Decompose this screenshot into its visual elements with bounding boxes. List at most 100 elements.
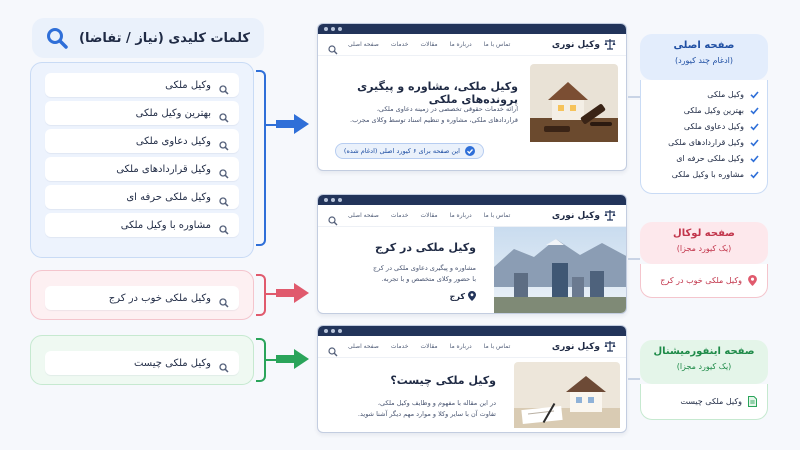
- connector-local: [266, 293, 280, 295]
- panel-local-header: صفحه لوکال (یک کیورد مجزا): [640, 222, 768, 264]
- check-icon: [750, 170, 759, 178]
- house-gavel-image: [530, 64, 618, 142]
- connector-line: [628, 378, 640, 380]
- site-brand[interactable]: وکیل نوری: [552, 39, 616, 50]
- panel-subtitle: (یک کیورد مجزا): [676, 244, 732, 253]
- hero-title: وکیل ملکی در کرج: [374, 241, 476, 254]
- keyword-group-local: وکیل ملکی خوب در کرج: [30, 270, 254, 320]
- keyword-pill: وکیل دعاوی ملکی: [45, 129, 239, 153]
- document-icon: [748, 396, 757, 407]
- panel-item-text: بهترین وکیل ملکی: [683, 105, 744, 115]
- nav-contact[interactable]: تماس با ما: [483, 343, 511, 350]
- keyword-text: بهترین وکیل ملکی: [135, 107, 211, 119]
- keyword-text: وکیل قراردادهای ملکی: [116, 163, 211, 175]
- keyword-group-info: وکیل ملکی چیست: [30, 335, 254, 385]
- keyword-text: وکیل دعاوی ملکی: [135, 135, 211, 147]
- nav-contact[interactable]: تماس با ما: [483, 212, 511, 219]
- nav-about[interactable]: درباره ما: [449, 212, 472, 219]
- keywords-title: کلمات کلیدی (نیاز / تفاضا): [79, 30, 250, 46]
- brand-name: وکیل نوری: [551, 39, 600, 50]
- panel-item-text: وکیل ملکی خوب در کرج: [660, 276, 742, 285]
- panel-list-item: وکیل قراردادهای ملکی: [649, 134, 759, 150]
- search-icon[interactable]: [328, 342, 338, 356]
- search-icon: [219, 192, 229, 207]
- nav-articles[interactable]: مقالات: [420, 343, 438, 350]
- check-icon: [750, 106, 759, 114]
- nav-home[interactable]: صفحه اصلی: [348, 343, 379, 350]
- nav-services[interactable]: خدمات: [390, 343, 409, 350]
- nav-about[interactable]: درباره ما: [449, 41, 472, 48]
- keyword-text: وکیل ملکی: [165, 79, 211, 91]
- hero-title: وکیل ملکی، مشاوره و پیگیری پرونده‌های مل…: [357, 80, 518, 106]
- panel-list-item: مشاوره با وکیل ملکی: [649, 166, 759, 182]
- merged-keywords-badge: این صفحه برای ۶ کیورد اصلی (ادغام شده): [334, 143, 484, 159]
- panel-subtitle: (ادغام چند کیورد): [674, 56, 734, 65]
- panel-item-text: وکیل ملکی: [707, 89, 744, 99]
- hero-desc-line: قراردادهای ملکی، مشاوره و تنظیم اسناد تو…: [350, 116, 518, 124]
- keyword-text: وکیل ملکی چیست: [133, 357, 211, 369]
- hero-title: وکیل ملکی چیست؟: [390, 374, 496, 387]
- site-navbar: وکیل نوری صفحه اصلی خدمات مقالات درباره …: [318, 336, 626, 358]
- location-pin-icon: [748, 275, 757, 286]
- panel-title: صفحه اصلی: [673, 40, 735, 51]
- panel-title: صفحه اینفورمیشنال: [653, 346, 755, 357]
- keyword-pill: وکیل ملکی خوب در کرج: [45, 286, 239, 310]
- nav-home[interactable]: صفحه اصلی: [348, 212, 379, 219]
- nav-home[interactable]: صفحه اصلی: [348, 41, 379, 48]
- connector-main: [266, 124, 280, 126]
- arrow-right-icon: [276, 114, 309, 134]
- nav-articles[interactable]: مقالات: [420, 212, 438, 219]
- check-icon: [750, 154, 759, 162]
- panel-item-text: مشاوره با وکیل ملکی: [671, 169, 744, 179]
- nav-articles[interactable]: مقالات: [420, 41, 438, 48]
- panel-list-item: وکیل ملکی: [649, 86, 759, 102]
- browser-chrome: [318, 195, 626, 205]
- site-brand[interactable]: وکیل نوری: [552, 210, 616, 221]
- hero-desc-line: تفاوت آن با سایر وکلا و موارد مهم دیگر آ…: [357, 410, 496, 418]
- site-brand[interactable]: وکیل نوری: [552, 341, 616, 352]
- connector-info: [266, 359, 280, 361]
- search-icon: [219, 220, 229, 235]
- panel-item-text: وکیل ملکی چیست: [680, 397, 742, 406]
- keywords-header: کلمات کلیدی (نیاز / تفاضا): [32, 18, 264, 58]
- browser-chrome: [318, 326, 626, 336]
- panel-list-item: وکیل دعاوی ملکی: [649, 118, 759, 134]
- city-skyline-image: [494, 227, 626, 313]
- connector-line: [628, 96, 640, 98]
- check-icon: [750, 122, 759, 130]
- location-pin-icon: [468, 291, 476, 301]
- panel-subtitle: (یک کیورد مجزا): [676, 362, 732, 371]
- search-icon[interactable]: [328, 40, 338, 54]
- keyword-pill: وکیل ملکی: [45, 73, 239, 97]
- panel-info-header: صفحه اینفورمیشنال (یک کیورد مجزا): [640, 340, 768, 384]
- badge-text: این صفحه برای ۶ کیورد اصلی (ادغام شده): [343, 147, 460, 155]
- scales-icon: [604, 210, 616, 221]
- search-icon: [219, 80, 229, 95]
- check-icon: [750, 90, 759, 98]
- panel-item-text: وکیل قراردادهای ملکی: [668, 137, 744, 147]
- search-icon: [219, 108, 229, 123]
- location-text: کرج: [449, 291, 465, 301]
- arrow-right-icon: [276, 283, 309, 303]
- search-icon: [219, 136, 229, 151]
- panel-info-item: وکیل ملکی چیست: [640, 384, 768, 420]
- house-model-image: [514, 362, 620, 428]
- search-icon: [219, 293, 229, 308]
- keyword-pill: مشاوره با وکیل ملکی: [45, 213, 239, 237]
- panel-item-text: وکیل دعاوی ملکی: [683, 121, 744, 131]
- panel-title: صفحه لوکال: [673, 228, 735, 239]
- nav-about[interactable]: درباره ما: [449, 343, 472, 350]
- keyword-text: مشاوره با وکیل ملکی: [120, 219, 211, 231]
- nav-services[interactable]: خدمات: [390, 41, 409, 48]
- panel-list-item: وکیل ملکی حرفه ای: [649, 150, 759, 166]
- search-icon[interactable]: [328, 211, 338, 225]
- keyword-group-main: وکیل ملکی بهترین وکیل ملکی وکیل دعاوی مل…: [30, 62, 254, 258]
- site-navbar: وکیل نوری صفحه اصلی خدمات مقالات درباره …: [318, 34, 626, 56]
- keyword-pill: وکیل قراردادهای ملکی: [45, 157, 239, 181]
- bracket-local: [256, 274, 266, 316]
- hero-desc-line: در این مقاله با مفهوم و وظایف وکیل ملکی،: [377, 399, 496, 407]
- hero-desc-line: مشاوره و پیگیری دعاوی ملکی در کرج: [372, 264, 476, 272]
- nav-contact[interactable]: تماس با ما: [483, 41, 511, 48]
- bracket-main: [256, 70, 266, 246]
- nav-services[interactable]: خدمات: [390, 212, 409, 219]
